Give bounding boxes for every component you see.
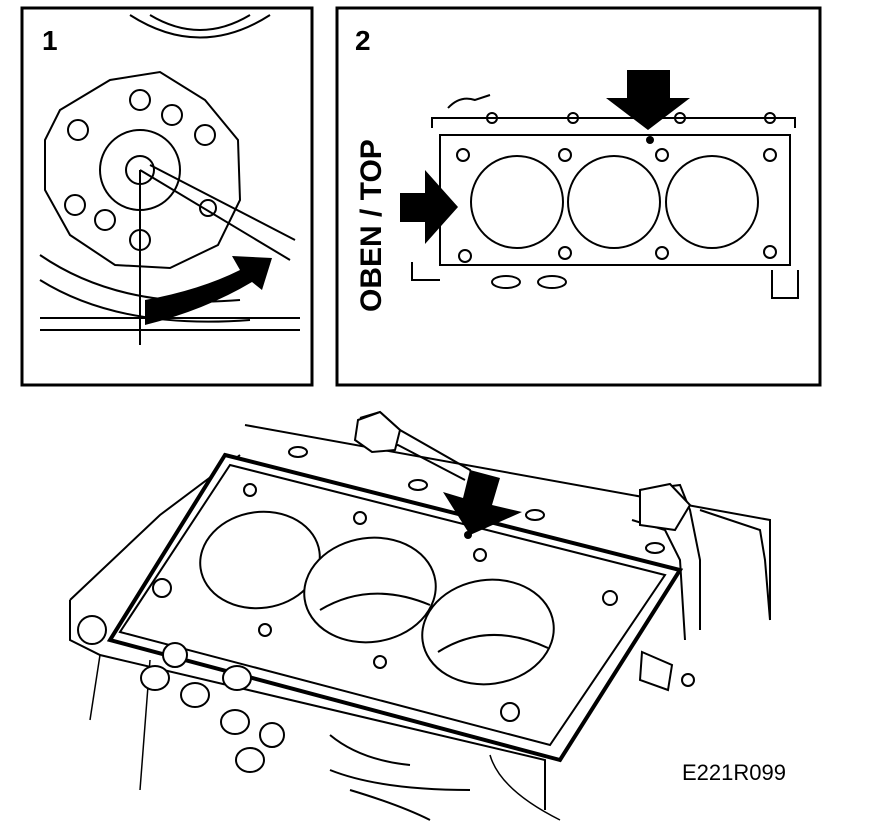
- bottom-arrow-icon: [443, 470, 522, 535]
- panel-1: 1: [20, 6, 314, 387]
- engine-block-perspective: [69, 410, 771, 821]
- figure-code: E221R099: [682, 760, 786, 785]
- oben-top-label: OBEN / TOP: [355, 139, 388, 312]
- crank-flange: [44, 70, 242, 270]
- top-arrow-icon: [606, 70, 690, 130]
- side-arrow-icon: [400, 170, 458, 244]
- panel-2: 2 OBEN / TOP: [335, 6, 822, 387]
- panel-2-number: 2: [355, 25, 371, 56]
- panel-1-number: 1: [42, 25, 58, 56]
- rotation-arrow-icon: [145, 256, 272, 325]
- head-studs: [288, 446, 665, 554]
